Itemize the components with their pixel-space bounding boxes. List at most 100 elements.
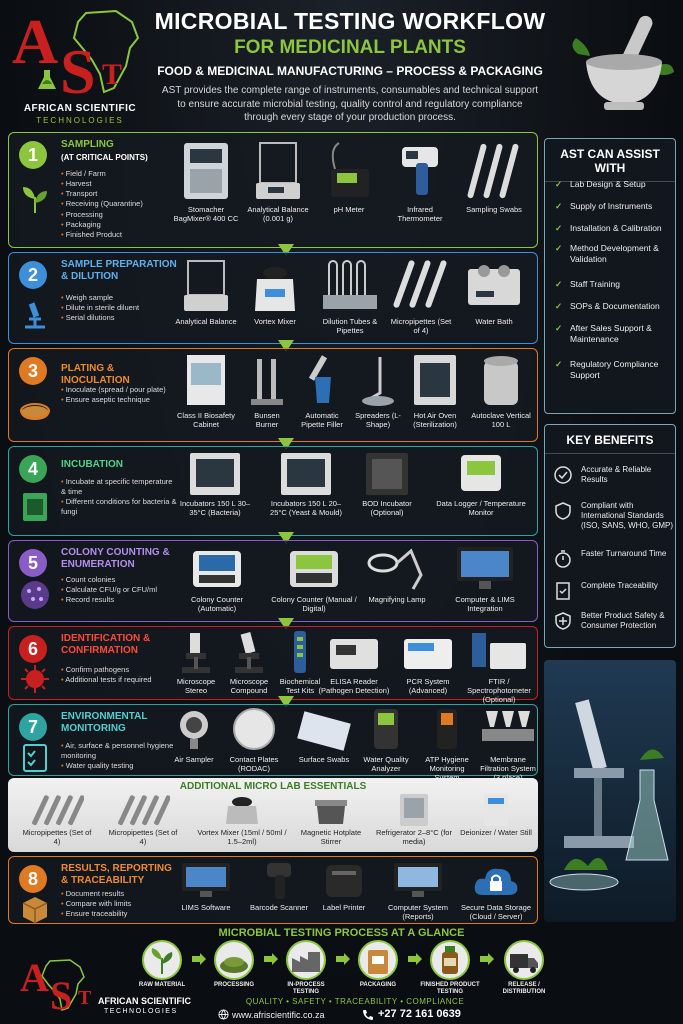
item-contact-plates: Contact Plates (RODAC) (221, 707, 287, 773)
stage-bullets: Count colonies Calculate CFU/g or CFU/ml… (61, 575, 179, 605)
item-ir-thermometer: Infrared Thermometer (389, 139, 451, 223)
bunsen-burner-icon (251, 359, 283, 405)
assist-item-label: SOPs & Documentation (570, 301, 660, 311)
item-label: Infrared Thermometer (397, 205, 443, 223)
magnifying-lamp-icon (367, 548, 423, 590)
item-label: Data Logger / Temperature Monitor (436, 499, 526, 517)
glance-step-label: IN-PROCESS TESTING (287, 982, 325, 995)
thermometer-gun-icon (402, 147, 438, 195)
item-label: Air Sampler (174, 755, 214, 764)
stage-bullets: Inoculate (spread / pour plate) Ensure a… (61, 385, 179, 405)
bullet: Different conditions for bacteria & fung… (61, 497, 179, 517)
item-colony-counter-manual: Colony Counter (Manual / Digital) (271, 545, 357, 613)
phone-link[interactable]: +27 72 161 0639 (378, 1008, 461, 1020)
item-vortex-mixer: Vortex Mixer (245, 257, 305, 326)
item-spreaders: Spreaders (L-Shape) (353, 353, 403, 429)
stage-1-sampling: 1 SAMPLING (AT CRITICAL POINTS) Field / … (8, 132, 538, 248)
bullet: Confirm pathogens (61, 665, 179, 675)
logo-letter-a: A (12, 6, 59, 77)
item-label: Stomacher BagMixer® 400 CC (173, 205, 239, 223)
item-label: Contact Plates (RODAC) (229, 755, 279, 773)
stage-title: IDENTIFICATION & CONFIRMATION (61, 633, 151, 656)
glance-step-in-process: IN-PROCESS TESTING (276, 940, 336, 996)
bullet: Receiving (Quarantine) (61, 199, 179, 209)
glance-step-release: RELEASE / DISTRIBUTION (494, 940, 554, 996)
bullet: Incubate at specific temperature & time (61, 477, 179, 497)
stage-bullets: Confirm pathogens Additional tests if re… (61, 665, 179, 685)
item-data-logger: Data Logger / Temperature Monitor (433, 451, 529, 517)
bullet: Weigh sample (61, 293, 179, 303)
assist-item-label: After Sales Support & Maintenance (570, 323, 652, 344)
glance-step-label: PROCESSING (213, 982, 254, 988)
box-icon (22, 897, 48, 923)
item-sampling-swabs: Sampling Swabs (459, 139, 529, 214)
item-label: ELISA Reader (Pathogen Detection) (318, 677, 390, 695)
lab-scene-illustration (544, 660, 676, 922)
item-label: Automatic Pipette Filler (301, 411, 343, 429)
item-computer-reports: Computer System (Reports) (379, 861, 457, 921)
item-label: Deionizer / Water Still (460, 828, 532, 837)
atp-meter-icon (437, 709, 457, 749)
stage-title: RESULTS, REPORTING & TRACEABILITY (61, 863, 172, 886)
assist-item-label: Method Development & Validation (570, 243, 659, 264)
website-link[interactable]: www.afriscientific.co.za (232, 1010, 325, 1020)
stage-title: PLATING & INOCULATION (61, 363, 130, 386)
bottle-icon (442, 946, 458, 974)
assist-item-label: Lab Design & Setup (570, 179, 646, 189)
item-label: Membrane Filtration System (3 place) (480, 755, 536, 782)
check-circle-icon (554, 466, 572, 484)
ess-item-micropipettes: Micropipettes (Set of 4) (22, 794, 92, 846)
arrow-down-icon (278, 438, 294, 450)
ph-meter-icon (331, 142, 369, 197)
item-microscope-compound: Microscope Compound (221, 629, 277, 695)
item-label-printer: Label Printer (315, 861, 373, 912)
item-stomacher: Stomacher BagMixer® 400 CC (171, 139, 241, 223)
colony-counter-icon (193, 551, 241, 587)
assist-panel: AST CAN ASSIST WITH Lab Design & Setup S… (544, 138, 676, 414)
benefit-item: Better Product Safety & Consumer Protect… (553, 611, 675, 631)
assist-item: After Sales Support & Maintenance (555, 323, 677, 344)
stage-number: 7 (19, 713, 47, 741)
assist-item: Staff Training (555, 279, 677, 290)
bullet: Water quality testing (61, 761, 179, 771)
item-label: Secure Data Storage (Cloud / Server) (460, 903, 532, 921)
item-autoclave: Autoclave Vertical 100 L (469, 353, 533, 429)
clipboard-icon (23, 744, 47, 772)
benefit-label: Better Product Safety & Consumer Protect… (581, 611, 665, 630)
incubator-icon (190, 453, 240, 495)
stage-bullets: Field / Farm Harvest Transport Receiving… (61, 169, 179, 240)
stage-number: 5 (19, 549, 47, 577)
item-label: Vortex Mixer (15ml / 50ml / 1.5–2ml) (197, 828, 287, 846)
benefit-label: Compliant with International Standards (… (581, 501, 674, 530)
stage-title: ENVIRONMENTAL MONITORING (61, 711, 148, 734)
logo-letter-t: T (78, 987, 92, 1009)
item-label: Microscope Compound (229, 677, 269, 695)
seedling-icon (23, 187, 47, 213)
bullet: Packaging (61, 220, 179, 230)
assist-title: AST CAN ASSIST WITH (545, 139, 675, 182)
bullet: Processing (61, 210, 179, 220)
item-incubator-bacteria: Incubators 150 L 30–35°C (Bacteria) (175, 451, 255, 517)
item-analytical-balance: Analytical Balance (0.001 g) (247, 139, 309, 223)
item-label: Micropipettes (Set of 4) (22, 828, 92, 846)
ess-item-deionizer: Deionizer / Water Still (460, 794, 532, 837)
item-label: Sampling Swabs (466, 205, 522, 214)
item-label: Refrigerator 2–8°C (for media) (376, 828, 452, 846)
air-sampler-icon (180, 711, 208, 749)
refrigerator-icon (400, 794, 428, 826)
arrow-right-icon (264, 953, 278, 965)
stage-4-incubation: 4 INCUBATION Incubate at specific temper… (8, 446, 538, 536)
intro-text: AST provides the complete range of instr… (161, 85, 539, 123)
item-label: Dilution Tubes & Pipettes (322, 317, 378, 335)
autoclave-icon (484, 356, 518, 405)
item-micropipettes: Micropipettes (Set of 4) (389, 257, 453, 335)
footer-company-sub: TECHNOLOGIES (104, 1008, 178, 1015)
ess-item-micropipettes-2: Micropipettes (Set of 4) (108, 794, 178, 846)
bullet: Ensure traceability (61, 909, 179, 919)
stage-3-plating: 3 PLATING & INOCULATION Inoculate (sprea… (8, 348, 538, 442)
petri-dish-icon (20, 403, 50, 420)
bod-incubator-icon (366, 453, 408, 495)
pipette-icon (118, 795, 170, 826)
stage-title: COLONY COUNTING & ENUMERATION (61, 547, 170, 570)
glance-step-label: RAW MATERIAL (138, 982, 186, 988)
